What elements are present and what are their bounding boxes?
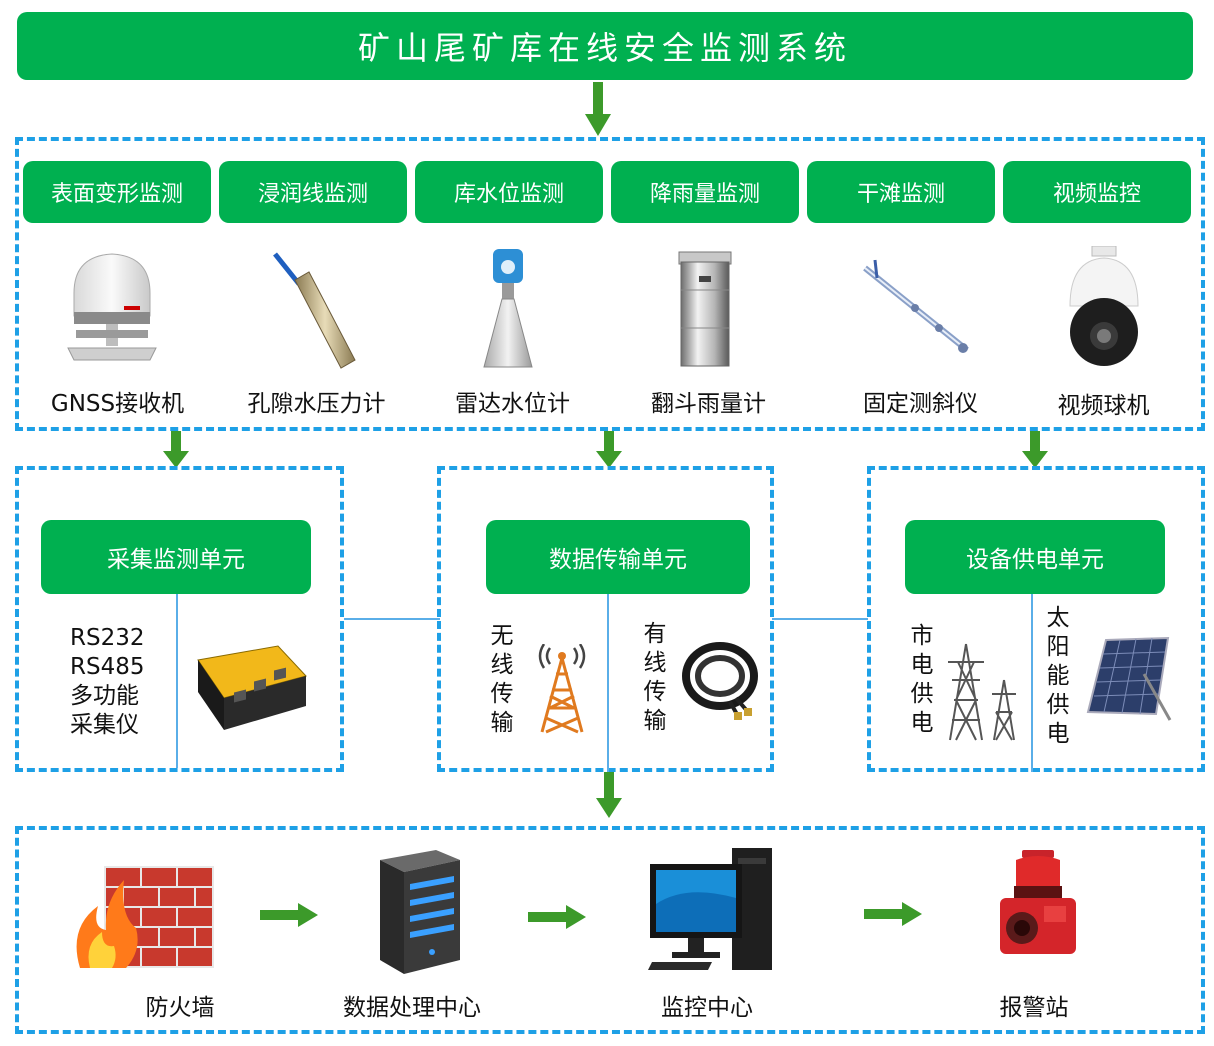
category-surface-deformation: 表面变形监测 (23, 161, 211, 223)
signal-tower-icon (538, 644, 586, 734)
arrow-down-icon (1022, 431, 1048, 468)
acquisition-unit-title: 采集监测单元 (41, 520, 311, 594)
wired-label: 有线传输 (643, 621, 667, 734)
transmission-unit-frame (437, 466, 774, 772)
device-label-rain-gauge: 翻斗雨量计 (651, 391, 766, 417)
link-line (772, 618, 868, 620)
rain-gauge-icon (678, 251, 732, 367)
acquisition-line-3: 多功能 (70, 683, 139, 709)
cable-coil-icon (682, 642, 758, 720)
acquisition-unit-frame (15, 466, 344, 772)
divider-line (1031, 594, 1033, 772)
arrow-down-icon (596, 431, 622, 468)
power-pylon-icon (948, 643, 1016, 741)
device-label-radar: 雷达水位计 (455, 391, 570, 417)
acquisition-line-4: 采集仪 (70, 712, 139, 738)
device-label-piezometer: 孔隙水压力计 (247, 391, 386, 417)
sensor-layer-frame (15, 137, 1205, 431)
arrow-down-icon (585, 82, 611, 136)
data-logger-icon (197, 645, 307, 730)
transmission-unit-title: 数据传输单元 (486, 520, 750, 594)
acquisition-line-2: RS485 (70, 654, 145, 680)
device-label-inclinometer: 固定测斜仪 (863, 391, 978, 417)
divider-line (176, 594, 178, 768)
wireless-label: 无线传输 (490, 623, 514, 736)
device-label-dome-camera: 视频球机 (1057, 393, 1150, 419)
bottom-label-firewall: 防火墙 (145, 995, 215, 1021)
solar-panel-icon (1086, 636, 1172, 721)
category-water-level: 库水位监测 (415, 161, 603, 223)
computer-icon (648, 848, 772, 970)
arrow-right-icon (528, 905, 586, 929)
firewall-icon (76, 866, 214, 968)
category-phreatic-line: 浸润线监测 (219, 161, 407, 223)
device-label-gnss: GNSS接收机 (50, 391, 185, 417)
acquisition-line-1: RS232 (70, 625, 145, 651)
category-video: 视频监控 (1003, 161, 1191, 223)
grid-power-label: 市电供电 (910, 623, 934, 736)
arrow-right-icon (260, 903, 318, 927)
category-dry-beach: 干滩监测 (807, 161, 995, 223)
bottom-label-data-center: 数据处理中心 (343, 995, 481, 1021)
inclinometer-icon (863, 259, 969, 353)
platform-layer-frame (15, 826, 1205, 1034)
power-unit-title: 设备供电单元 (905, 520, 1165, 594)
arrow-right-icon (864, 902, 922, 926)
link-line (344, 618, 440, 620)
alarm-siren-icon (1000, 850, 1076, 954)
divider-line (607, 594, 609, 772)
power-unit-frame (867, 466, 1205, 772)
server-icon (380, 850, 460, 974)
dome-camera-icon (1069, 246, 1139, 366)
piezometer-icon (273, 252, 356, 369)
system-title: 矿山尾矿库在线安全监测系统 (17, 12, 1193, 80)
radar-level-icon (483, 249, 533, 368)
bottom-label-alarm-station: 报警站 (999, 995, 1069, 1021)
category-rainfall: 降雨量监测 (611, 161, 799, 223)
bottom-label-monitor-center: 监控中心 (661, 995, 753, 1021)
arrow-down-icon (596, 772, 622, 818)
arrow-down-icon (163, 431, 189, 468)
gnss-receiver-icon (67, 253, 157, 361)
solar-power-label: 太阳能供电 (1046, 605, 1070, 747)
